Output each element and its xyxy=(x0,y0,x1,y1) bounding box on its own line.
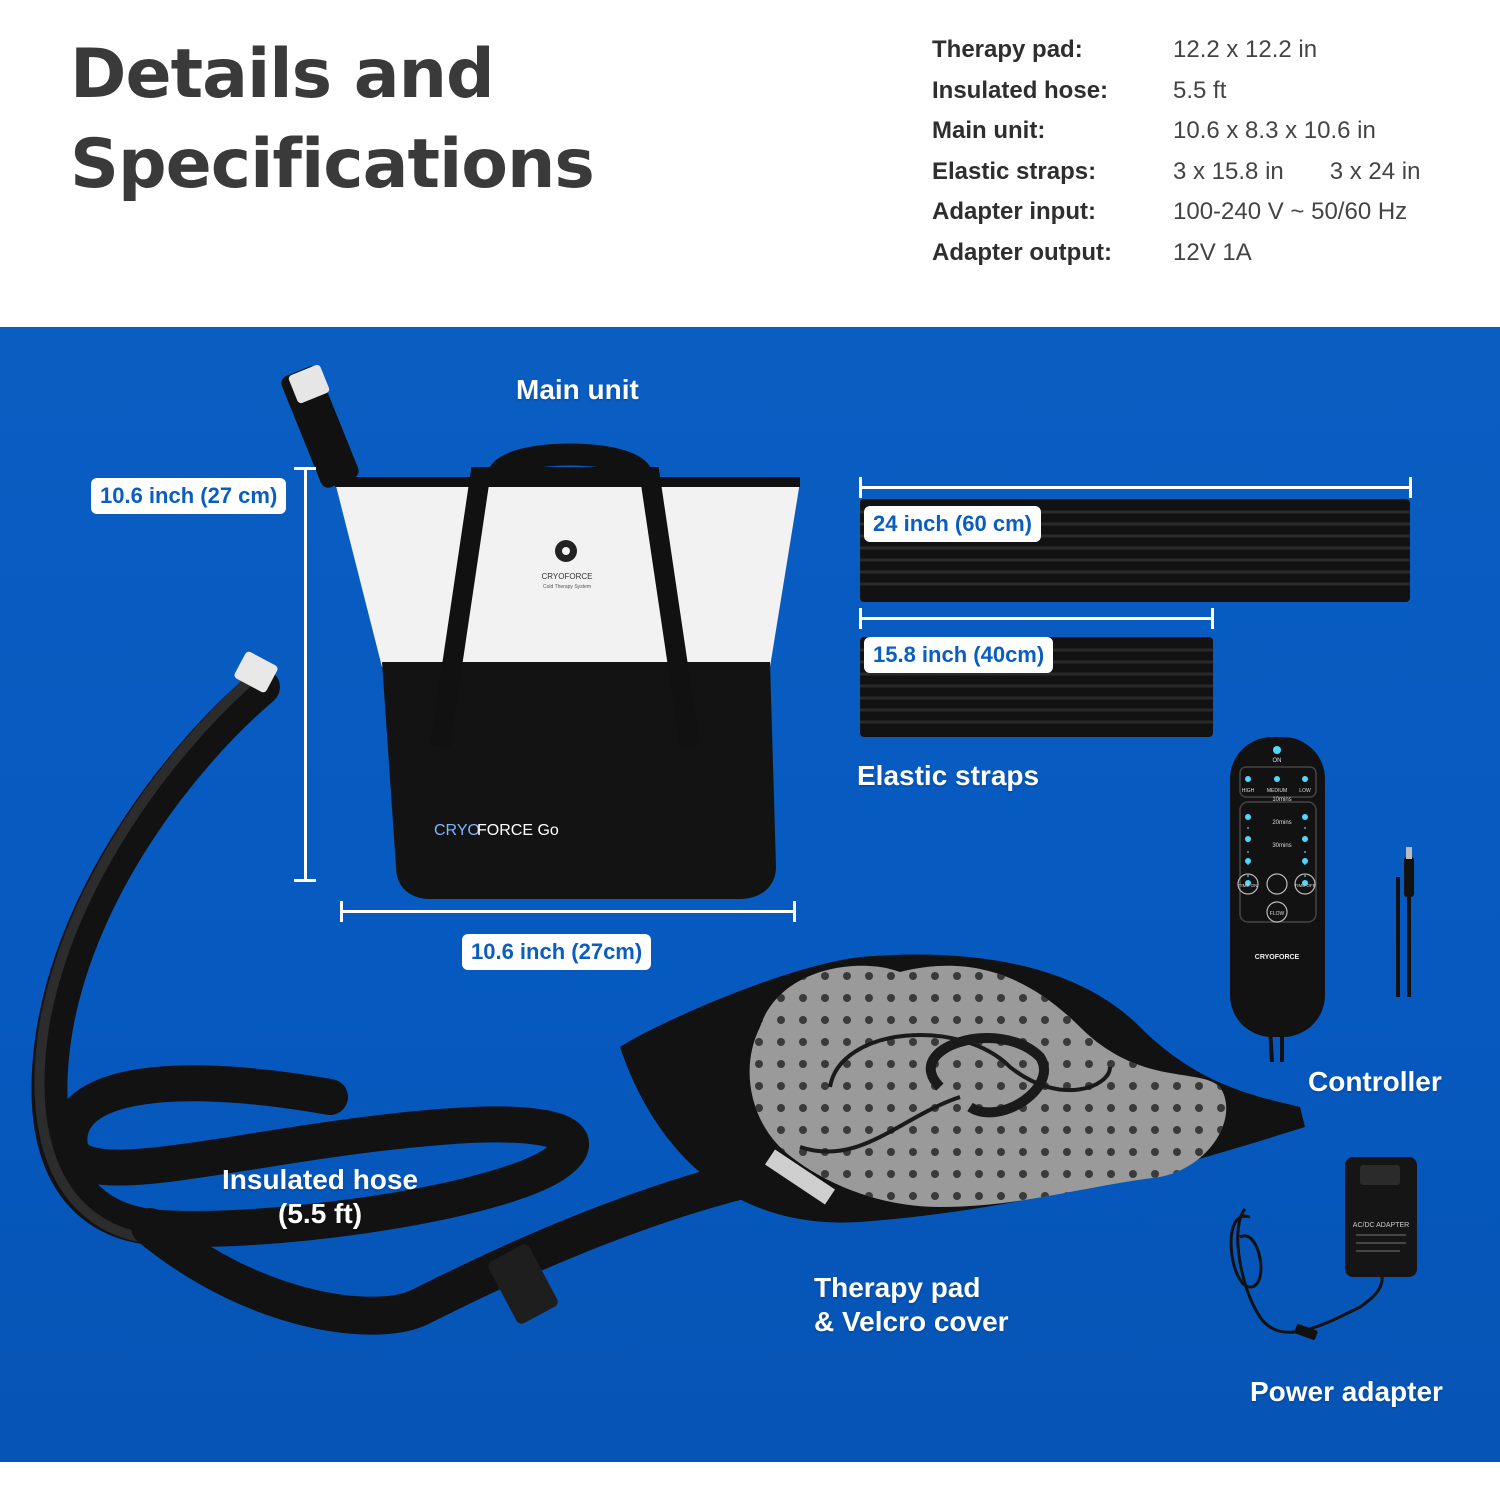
controller-high-text: HIGH xyxy=(1242,788,1255,794)
insulated-hose-label-line1: Insulated hose xyxy=(222,1164,419,1195)
power-adapter: AC/DC ADAPTER xyxy=(1229,1157,1417,1340)
spec-row: Adapter input: 100-240 V ~ 50/60 Hz xyxy=(932,192,1420,233)
product-panel: CRYOFORCE Cold Therapy System CRYO FORCE… xyxy=(0,327,1500,1462)
controller-low-text: LOW xyxy=(1299,788,1311,794)
controller-on-text: ON xyxy=(1273,758,1282,764)
spec-value: 5.5 ft xyxy=(1173,76,1227,104)
bag-tagline-text: Cold Therapy System xyxy=(543,584,591,590)
unit-width-line xyxy=(340,910,796,913)
therapy-pad-label-line1: Therapy pad xyxy=(814,1272,981,1303)
adapter-title-text: AC/DC ADAPTER xyxy=(1353,1222,1409,1229)
header-section: Details and Specifications Therapy pad: … xyxy=(0,0,1500,327)
strap-long-line xyxy=(860,486,1412,489)
spec-label: Elastic straps: xyxy=(932,157,1097,185)
unit-width-line-cap-right xyxy=(793,901,796,922)
spec-value: 12V 1A xyxy=(1173,238,1252,266)
controller-brand-text: CRYOFORCE xyxy=(1255,954,1300,961)
unit-height-line-cap-bottom xyxy=(294,879,316,882)
power-adapter-label: Power adapter xyxy=(1250,1376,1443,1407)
controller-time-on-text: TIME ON xyxy=(1239,883,1258,888)
spec-row: Adapter output: 12V 1A xyxy=(932,233,1420,274)
main-unit-label: Main unit xyxy=(516,374,639,405)
spec-row: Main unit: 10.6 x 8.3 x 10.6 in xyxy=(932,111,1420,152)
controller-cable xyxy=(1396,847,1414,997)
controller-20-text: 20mins xyxy=(1272,820,1291,826)
spec-label: Therapy pad: xyxy=(932,36,1083,64)
insulated-hose-label-line2: (5.5 ft) xyxy=(278,1198,363,1229)
strap-long-line-cap-left xyxy=(859,477,862,498)
page-title-line1: Details and xyxy=(70,35,495,114)
spec-value-pair: 3 x 15.8 in 3 x 24 in xyxy=(1173,152,1420,193)
product-illustration: CRYOFORCE Cold Therapy System CRYO FORCE… xyxy=(31,364,1417,1340)
controller-30-text: 30mins xyxy=(1272,843,1291,849)
controller-10-text: 10mins xyxy=(1272,797,1291,803)
spec-label: Adapter input: xyxy=(932,198,1096,226)
insulated-hose xyxy=(31,669,819,1335)
spec-value: 3 x 15.8 in xyxy=(1173,157,1284,185)
insulated-hose-label: Insulated hose (5.5 ft) xyxy=(222,1163,418,1231)
spec-label: Main unit: xyxy=(932,117,1046,145)
spec-value: 100-240 V ~ 50/60 Hz xyxy=(1173,198,1408,226)
page-title: Details and Specifications xyxy=(70,30,595,210)
unit-width-line-cap-left xyxy=(340,901,343,922)
hose-connector-icon xyxy=(234,651,278,693)
strap-short-line xyxy=(860,617,1214,620)
unit-height-line-cap-top xyxy=(294,467,316,470)
spec-value: 12.2 x 12.2 in xyxy=(1173,36,1318,64)
spec-row: Insulated hose: 5.5 ft xyxy=(932,71,1420,112)
spec-row: Elastic straps: 3 x 15.8 in 3 x 24 in xyxy=(932,152,1420,193)
bag-model-suffix: FORCE Go xyxy=(477,822,559,839)
bottom-margin xyxy=(0,1462,1500,1500)
spec-value-second: 3 x 24 in xyxy=(1329,157,1421,185)
spec-label: Insulated hose: xyxy=(932,76,1109,104)
controller-flow-text: FLOW xyxy=(1270,911,1285,917)
strap-short-line-cap-right xyxy=(1211,608,1214,629)
bag-brand-text: CRYOFORCE xyxy=(542,572,593,581)
spec-row: Therapy pad: 12.2 x 12.2 in xyxy=(932,30,1420,71)
strap-short-label: 15.8 inch (40cm) xyxy=(864,637,1054,673)
controller-label: Controller xyxy=(1308,1066,1442,1097)
controller-time-off-text: TIME OFF xyxy=(1295,883,1316,888)
controller-medium-text: MEDIUM xyxy=(1267,788,1287,794)
strap-long-label: 24 inch (60 cm) xyxy=(864,506,1041,542)
spec-value: 10.6 x 8.3 x 10.6 in xyxy=(1173,117,1376,145)
spec-table: Therapy pad: 12.2 x 12.2 in Insulated ho… xyxy=(932,30,1420,273)
therapy-pad-label: Therapy pad & Velcro cover xyxy=(814,1271,1009,1339)
spec-label: Adapter output: xyxy=(932,238,1112,266)
unit-height-label: 10.6 inch (27 cm) xyxy=(91,478,287,514)
bag-model-prefix: CRYO xyxy=(434,822,480,839)
therapy-pad xyxy=(620,954,1305,1223)
therapy-pad-label-line2: & Velcro cover xyxy=(814,1306,1009,1337)
unit-height-line xyxy=(304,467,307,882)
controller-remote: ON HIGH MEDIUM LOW 10mins 20mins 30mins … xyxy=(1230,737,1325,1063)
elastic-straps-label: Elastic straps xyxy=(857,760,1040,791)
main-unit-bag: CRYOFORCE Cold Therapy System CRYO FORCE… xyxy=(281,364,800,899)
strap-long-line-cap-right xyxy=(1409,477,1412,498)
unit-width-label: 10.6 inch (27cm) xyxy=(462,934,652,970)
page-title-line2: Specifications xyxy=(70,125,595,204)
strap-short-line-cap-left xyxy=(859,608,862,629)
